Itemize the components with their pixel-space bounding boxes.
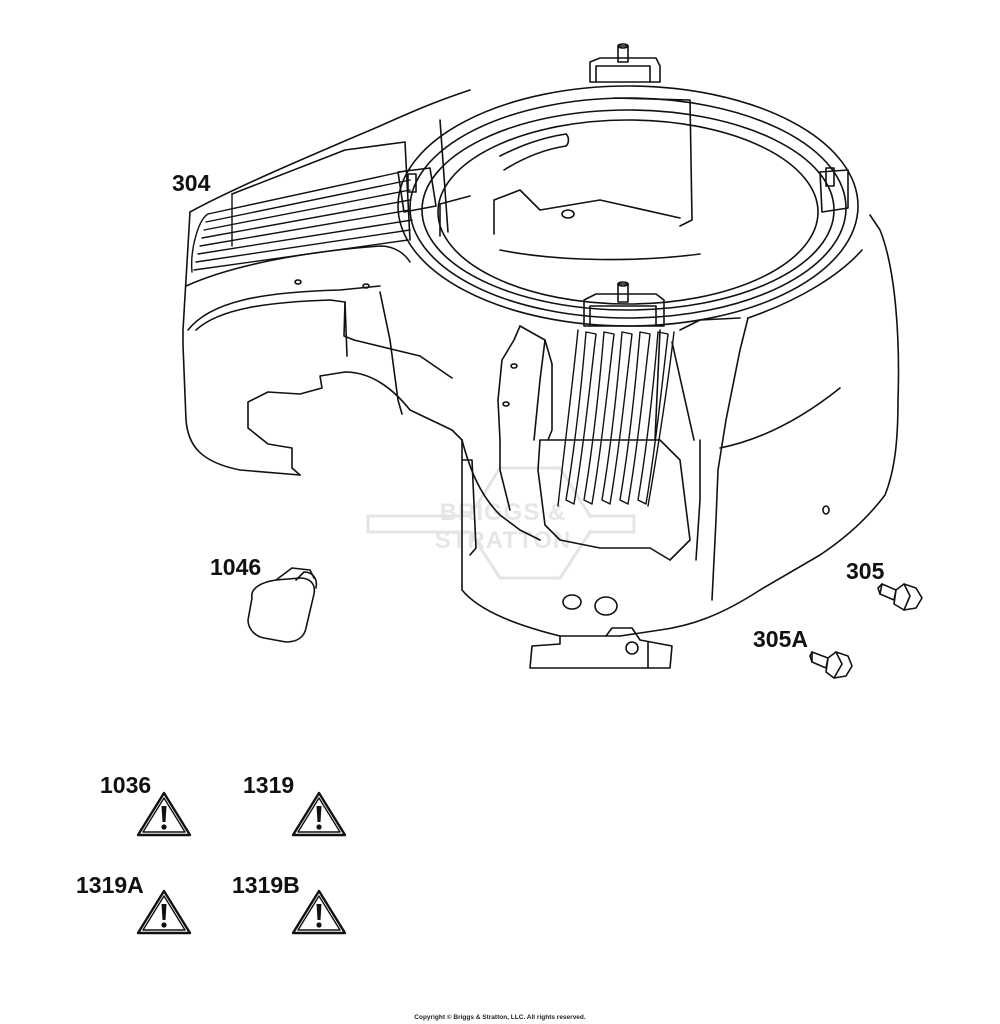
part-label-305: 305 [846, 558, 885, 584]
warning-label-1036: 1036 [100, 772, 152, 798]
watermark-text: BRIGGS & STRATTON [434, 499, 572, 554]
warning-label-1319a: 1319A [76, 872, 144, 898]
part-label-1046: 1046 [210, 554, 262, 580]
left-shroud-ribs [190, 169, 413, 273]
ring-bosses [397, 43, 849, 327]
part-label-305a: 305A [753, 626, 808, 652]
housing-outline [182, 89, 900, 669]
screw-305a [809, 651, 853, 679]
center-ribs [557, 329, 675, 507]
warning-label-1319b: 1319B [232, 872, 300, 898]
part-label-304: 304 [172, 170, 211, 196]
copyright-notice: Copyright © Briggs & Stratton, LLC. All … [414, 1014, 586, 1021]
warning-triangle-icon [136, 889, 192, 935]
cap-1046 [247, 567, 318, 643]
warning-label-1319: 1319 [243, 772, 295, 798]
screw-305 [877, 583, 923, 611]
warning-triangle-icon [136, 791, 192, 837]
warning-triangle-icon [291, 791, 347, 837]
warning-triangle-icon [291, 889, 347, 935]
